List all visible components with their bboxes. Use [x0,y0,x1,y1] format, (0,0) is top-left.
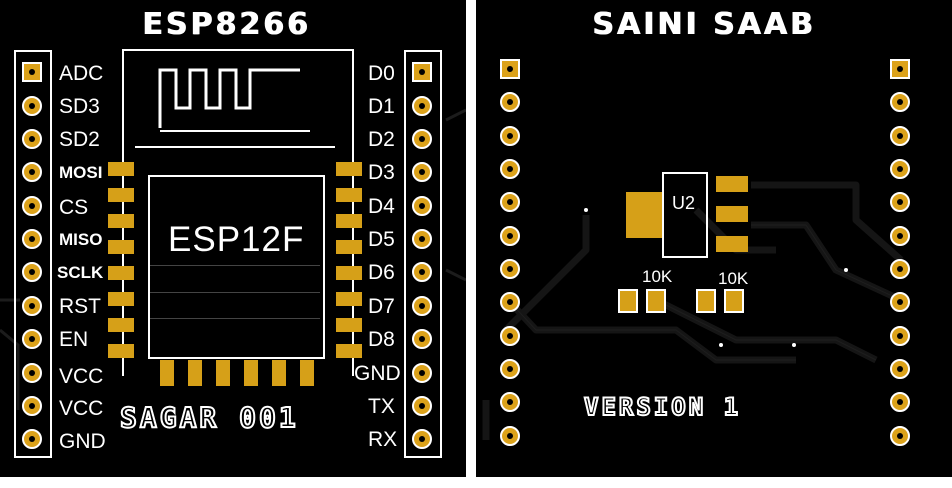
resistor-right-label: 10K [718,269,749,288]
pin-label-mosi: MOSI [59,163,103,182]
module-divider-2 [160,130,310,132]
shield-line-1 [150,265,320,266]
pin-label-gnd-left: GND [59,430,106,453]
back-title: SAINI SAAB [592,7,816,42]
pin-label-vcc-1: VCC [59,365,104,388]
regulator-label: U2 [672,193,696,213]
front-board: ESP8266 ESP12F [0,0,466,477]
pin-label-d1: D1 [368,95,395,118]
regulator-body [662,172,708,258]
module-divider [135,146,335,148]
module-label: ESP12F [168,220,305,259]
pin-label-d8: D8 [368,328,395,351]
pin-label-tx: TX [368,395,395,418]
shield-line-3 [150,318,320,319]
signature-label: SAGAR 001 [119,401,299,434]
antenna-icon [158,68,300,128]
pin-label-d2: D2 [368,128,395,151]
front-title: ESP8266 [142,7,311,42]
resistor-left-pad-1 [618,289,638,313]
pin-label-d7: D7 [368,295,395,318]
pin-label-sd2: SD2 [59,128,100,151]
pin-label-d6: D6 [368,261,395,284]
version-label: VERSION 1 [583,393,742,421]
pin-label-gnd-right: GND [354,362,401,385]
resistor-left-label: 10K [642,267,673,286]
pin-label-cs: CS [59,196,89,219]
pin-label-miso: MISO [59,230,103,249]
pin-label-d5: D5 [368,228,395,251]
pin-label-d0: D0 [368,62,395,85]
pin-label-sclk: SCLK [57,263,104,282]
regulator-pin-2 [716,206,748,222]
shield-line-2 [150,292,320,293]
pin-label-rx: RX [368,428,398,451]
pin-label-vcc-2: VCC [59,397,104,420]
pin-label-d4: D4 [368,195,395,218]
pin-label-sd3: SD3 [59,95,100,118]
resistor-right-pad-1 [696,289,716,313]
left-header [14,50,52,458]
pin-label-en: EN [59,328,89,351]
resistor-left-pad-2 [646,289,666,313]
right-header [404,50,442,458]
back-traces [482,181,904,440]
front-traces [0,108,466,410]
pin-label-adc: ADC [59,62,104,85]
pin-label-d3: D3 [368,161,395,184]
back-board: SAINI SAAB U2 10K 10K [476,0,952,477]
module-shield [148,175,325,359]
pin-label-rst: RST [59,295,101,318]
regulator-pin-3 [716,236,748,252]
module-outline [122,49,354,376]
regulator-pin-1 [716,176,748,192]
resistor-right-pad-2 [724,289,744,313]
regulator-tab-pad [626,192,662,238]
